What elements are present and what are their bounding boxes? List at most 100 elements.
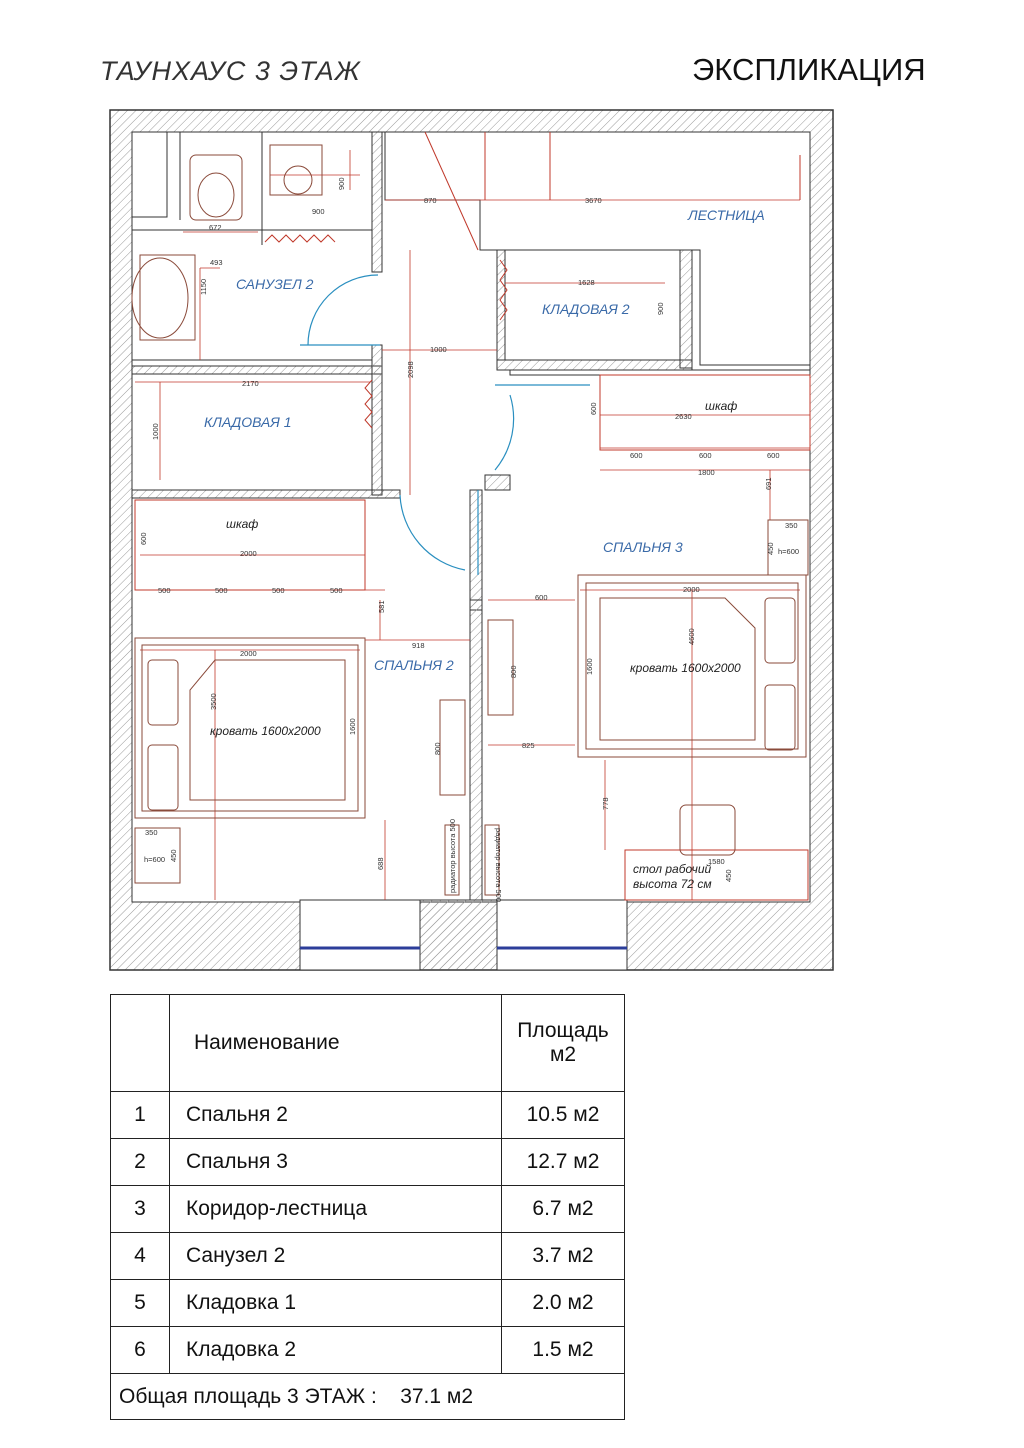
dim-label: 1628 (578, 278, 595, 287)
table-row: 4 Санузел 2 3.7 м2 (110, 1232, 625, 1280)
dim-label: 800 (509, 665, 518, 678)
explication-title: ЭКСПЛИКАЦИЯ (692, 52, 926, 87)
dim-label: 2000 (240, 549, 257, 558)
dim-label: 2170 (242, 379, 259, 388)
dim-label: 350 (145, 828, 158, 837)
dim-label: 600 (767, 451, 780, 460)
dim-label: 1600 (585, 658, 594, 675)
dim-label: 1600 (348, 718, 357, 735)
dim-label: 900 (656, 302, 665, 315)
dim-label: 500 (272, 586, 285, 595)
row-name: Спальня 2 (169, 1091, 502, 1139)
room-label-storage2: КЛАДОВАЯ 2 (542, 301, 630, 317)
nightstand-height-left: h=600 (144, 855, 165, 864)
dim-label: 900 (337, 177, 346, 190)
dim-label: 918 (412, 641, 425, 650)
dim-label: 600 (630, 451, 643, 460)
floor-plan: САНУЗЕЛ 2 ЛЕСТНИЦА КЛАДОВАЯ 2 КЛАДОВАЯ 1… (109, 109, 834, 971)
table-row: 1 Спальня 2 10.5 м2 (110, 1091, 625, 1139)
dim-label: 3500 (209, 693, 218, 710)
row-name: Санузел 2 (169, 1232, 502, 1280)
row-name: Спальня 3 (169, 1138, 502, 1186)
room-label-storage1: КЛАДОВАЯ 1 (204, 414, 292, 430)
plan-title: ТАУНХАУС 3 ЭТАЖ (100, 56, 361, 86)
wardrobe-label-bedroom3: шкаф (705, 399, 737, 413)
table-row: 3 Коридор-лестница 6.7 м2 (110, 1185, 625, 1233)
row-num: 4 (110, 1232, 170, 1280)
dim-label: 600 (535, 593, 548, 602)
dim-label: 600 (699, 451, 712, 460)
dim-label: 2098 (406, 361, 415, 378)
bed-label-bedroom3: кровать 1600x2000 (630, 661, 741, 675)
total-label: Общая площадь 3 ЭТАЖ : (119, 1384, 377, 1408)
row-area: 3.7 м2 (501, 1232, 625, 1280)
total-cell: Общая площадь 3 ЭТАЖ : 37.1 м2 (110, 1373, 625, 1420)
row-area: 2.0 м2 (501, 1279, 625, 1327)
dim-label: 500 (330, 586, 343, 595)
total-value: 37.1 м2 (400, 1384, 474, 1408)
dim-label: 450 (724, 869, 733, 882)
radiator-label-right: радиатор высота 500 (494, 828, 503, 902)
dim-label: 778 (601, 797, 610, 810)
dim-label: 4600 (687, 628, 696, 645)
bed-label-bedroom2: кровать 1600x2000 (210, 724, 321, 738)
desk-height-label: высота 72 см (633, 877, 712, 891)
dim-label: 500 (215, 586, 228, 595)
dim-label: 870 (424, 196, 437, 205)
table-row: 5 Кладовка 1 2.0 м2 (110, 1279, 625, 1327)
wardrobe-label-bedroom2: шкаф (226, 517, 258, 531)
dim-label: 2630 (675, 412, 692, 421)
row-area: 6.7 м2 (501, 1185, 625, 1233)
furniture (131, 144, 811, 901)
dim-label: 1000 (430, 345, 447, 354)
header-num-cell (110, 994, 170, 1092)
dim-label: 350 (785, 521, 798, 530)
table-total-row: Общая площадь 3 ЭТАЖ : 37.1 м2 (110, 1373, 625, 1420)
dim-label: 688 (376, 857, 385, 870)
doors (300, 274, 590, 575)
dim-label: 2000 (240, 649, 257, 658)
row-name: Кладовка 2 (169, 1326, 502, 1374)
dim-label: 450 (169, 849, 178, 862)
dimension-labels: 672 493 1150 900 900 870 3670 1628 900 1… (139, 177, 798, 882)
table-row: 6 Кладовка 2 1.5 м2 (110, 1326, 625, 1374)
dim-label: 800 (433, 742, 442, 755)
dim-label: 493 (210, 258, 223, 267)
room-label-bedroom3: СПАЛЬНЯ 3 (603, 539, 683, 555)
dim-label: 691 (764, 477, 773, 490)
dimension-lines (135, 150, 810, 900)
header-name-cell: Наименование (169, 994, 502, 1092)
dim-label: 1150 (199, 279, 208, 295)
row-area: 12.7 м2 (501, 1138, 625, 1186)
row-num: 1 (110, 1091, 170, 1139)
dim-label: 672 (209, 223, 222, 232)
desk-label: стол рабочий (633, 862, 711, 876)
dim-label: 500 (158, 586, 171, 595)
row-name: Коридор-лестница (169, 1185, 502, 1233)
dim-label: 1800 (698, 468, 715, 477)
header-area-line1: Площадь (517, 1019, 609, 1042)
row-num: 3 (110, 1185, 170, 1233)
row-num: 5 (110, 1279, 170, 1327)
room-label-stairs: ЛЕСТНИЦА (687, 207, 765, 223)
walls (109, 109, 834, 971)
dim-label: 900 (312, 207, 325, 216)
row-area: 10.5 м2 (501, 1091, 625, 1139)
table-row: 2 Спальня 3 12.7 м2 (110, 1138, 625, 1186)
table-header-row: Наименование Площадь м2 (110, 994, 625, 1092)
room-label-bathroom: САНУЗЕЛ 2 (236, 276, 314, 292)
dim-label: 600 (139, 532, 148, 545)
dim-label: 2000 (683, 585, 700, 594)
dim-label: 1000 (151, 423, 160, 440)
dim-label: 3670 (585, 196, 602, 205)
row-area: 1.5 м2 (501, 1326, 625, 1374)
row-num: 6 (110, 1326, 170, 1374)
dim-label: 1580 (708, 857, 725, 866)
dim-label: 600 (589, 402, 598, 415)
header-area-line2: м2 (549, 1043, 577, 1066)
room-label-bedroom2: СПАЛЬНЯ 2 (374, 657, 454, 673)
row-name: Кладовка 1 (169, 1279, 502, 1327)
header-area-cell: Площадь м2 (501, 994, 625, 1092)
dim-label: 581 (377, 600, 386, 613)
dim-label: 450 (766, 542, 775, 555)
